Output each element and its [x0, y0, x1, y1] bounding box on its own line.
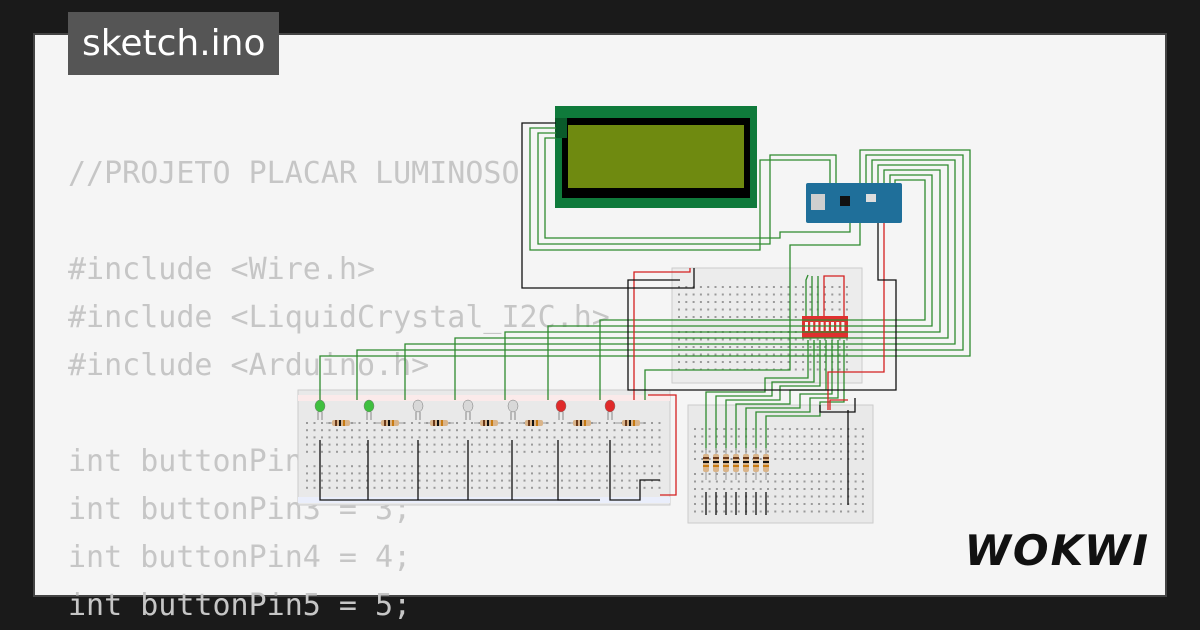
wokwi-logo: WOKWI — [964, 526, 1150, 575]
resistor — [713, 448, 719, 480]
resistors-led — [326, 420, 646, 426]
resistor — [474, 420, 504, 426]
code-line: #include <Wire.h> — [68, 252, 376, 287]
led-row — [314, 399, 616, 420]
resistor — [743, 448, 749, 480]
code-line: int buttonPin3 = 3; — [68, 492, 412, 527]
resistor — [519, 420, 549, 426]
led — [412, 399, 424, 420]
wires-green — [319, 127, 971, 450]
code-line: #include <LiquidCrystal_I2C.h> — [68, 300, 610, 335]
resistor — [723, 448, 729, 480]
wires-red — [633, 223, 885, 496]
breadboard-right — [687, 404, 874, 524]
led — [314, 399, 326, 420]
arduino-nano-board — [806, 183, 902, 223]
resistor — [424, 420, 454, 426]
resistor — [703, 448, 709, 480]
resistors-pulldown — [703, 448, 769, 480]
resistor — [616, 420, 646, 426]
code-line: int buttonPin5 = 5; — [68, 588, 412, 623]
resistor — [763, 448, 769, 480]
lcd-2004-display — [555, 106, 757, 208]
led — [507, 399, 519, 420]
led — [363, 399, 375, 420]
dip-switch — [802, 316, 848, 338]
file-tab-label: sketch.ino — [68, 12, 280, 75]
code-line: int buttonPin4 = 4; — [68, 540, 412, 575]
code-line: #include <Arduino.h> — [68, 348, 430, 383]
resistor — [567, 420, 597, 426]
resistor — [375, 420, 405, 426]
resistor — [326, 420, 356, 426]
led — [604, 399, 616, 420]
wires-black — [319, 122, 897, 505]
led — [555, 399, 567, 420]
resistor — [753, 448, 759, 480]
resistor — [733, 448, 739, 480]
led — [462, 399, 474, 420]
